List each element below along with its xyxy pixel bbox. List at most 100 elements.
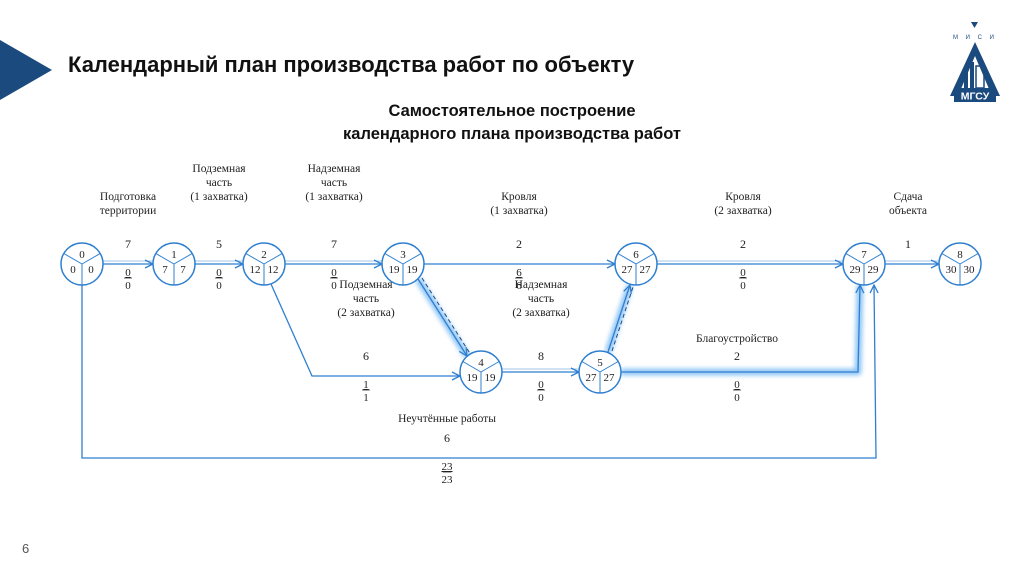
sector-divider [245,253,265,265]
sector-divider [941,253,961,265]
page-number: 6 [22,541,30,556]
event-number: 1 [171,249,177,261]
sector-divider [81,253,101,265]
activity-name: (2 захватка) [512,307,569,319]
free-float: 23 [442,474,454,486]
activity-arrow-3-4 [417,278,467,356]
activity-duration: 6 [444,431,450,445]
activity-name: объекта [889,205,927,217]
early-time: 7 [162,264,168,276]
slide-title: Календарный план производства работ по о… [68,52,635,77]
activity-arrow-0-7 [81,285,876,459]
sector-divider [845,253,865,265]
early-time: 30 [946,264,958,276]
total-float: 0 [538,379,544,391]
activity-name: часть [321,177,347,189]
free-float: 0 [125,280,131,292]
activity-name: Сдача [893,191,922,203]
sector-divider [480,361,500,373]
free-float: 0 [538,392,544,404]
early-time: 12 [250,264,261,276]
sector-divider [263,253,283,265]
sector-divider [384,253,404,265]
mgsu-logo: М И С И МГСУ [950,22,1000,103]
late-time: 19 [407,264,419,276]
dummy-dash-5-6 [611,283,635,352]
event-number: 6 [633,249,639,261]
late-time: 27 [640,264,652,276]
total-float: 0 [331,267,337,279]
total-float: 0 [740,267,746,279]
corner-arrow-decoration [0,40,52,100]
activity-duration: 2 [734,349,740,363]
activity-arrow-5-7 [621,285,860,373]
activity-duration: 1 [905,237,911,251]
free-float: 0 [740,280,746,292]
free-float: 1 [363,392,369,404]
early-time: 27 [622,264,634,276]
early-time: 0 [70,264,76,276]
activity-name: (2 захватка) [337,307,394,319]
activity-name: часть [528,293,554,305]
early-time: 29 [850,264,862,276]
activity-duration: 6 [363,349,369,363]
free-float: 0 [331,280,337,292]
activity-duration: 7 [331,237,337,251]
total-float: 0 [216,267,222,279]
logo-bottom-text: МГСУ [961,91,990,103]
sector-divider [635,253,655,265]
late-time: 7 [180,264,186,276]
activity-name: Подготовка [100,191,156,203]
dummy-dash-3-4 [421,277,472,356]
activity-duration: 2 [516,237,522,251]
late-time: 0 [88,264,94,276]
activity-arrows [81,261,939,459]
sector-divider [863,253,883,265]
free-float: 0 [216,280,222,292]
activity-name: Подземная [192,163,246,175]
subtitle-line-2: календарного плана производства работ [343,125,681,143]
sector-divider [581,361,601,373]
subtitle: Самостоятельное построение календарного … [0,100,1024,146]
event-number: 2 [261,249,267,261]
event-number: 3 [400,249,406,261]
event-number: 4 [478,357,484,369]
activity-arrow-5-6 [607,285,630,353]
activity-name: Подземная [339,279,393,291]
total-float: 23 [442,461,454,473]
subtitle-line-1: Самостоятельное построение [388,102,636,120]
total-float: 1 [363,379,369,391]
activity-name: (2 захватка) [714,205,771,217]
late-time: 30 [964,264,976,276]
logo-top-text: М И С И [953,35,997,41]
activity-name: (1 захватка) [190,191,247,203]
early-time: 27 [586,372,598,384]
free-float: 0 [734,392,740,404]
late-time: 27 [604,372,616,384]
event-number: 5 [597,357,603,369]
activity-name: Надземная [515,279,569,291]
activity-duration: 2 [740,237,746,251]
late-time: 19 [485,372,497,384]
free-float: 6 [516,280,522,292]
activity-name: Благоустройство [696,333,778,345]
early-time: 19 [389,264,401,276]
activity-name: часть [206,177,232,189]
sector-divider [402,253,422,265]
activity-duration: 7 [125,237,131,251]
sector-divider [599,361,619,373]
sector-divider [959,253,979,265]
total-float: 0 [734,379,740,391]
activity-name: (1 захватка) [305,191,362,203]
activity-arrow-2-4 [270,283,460,376]
total-float: 6 [516,267,522,279]
